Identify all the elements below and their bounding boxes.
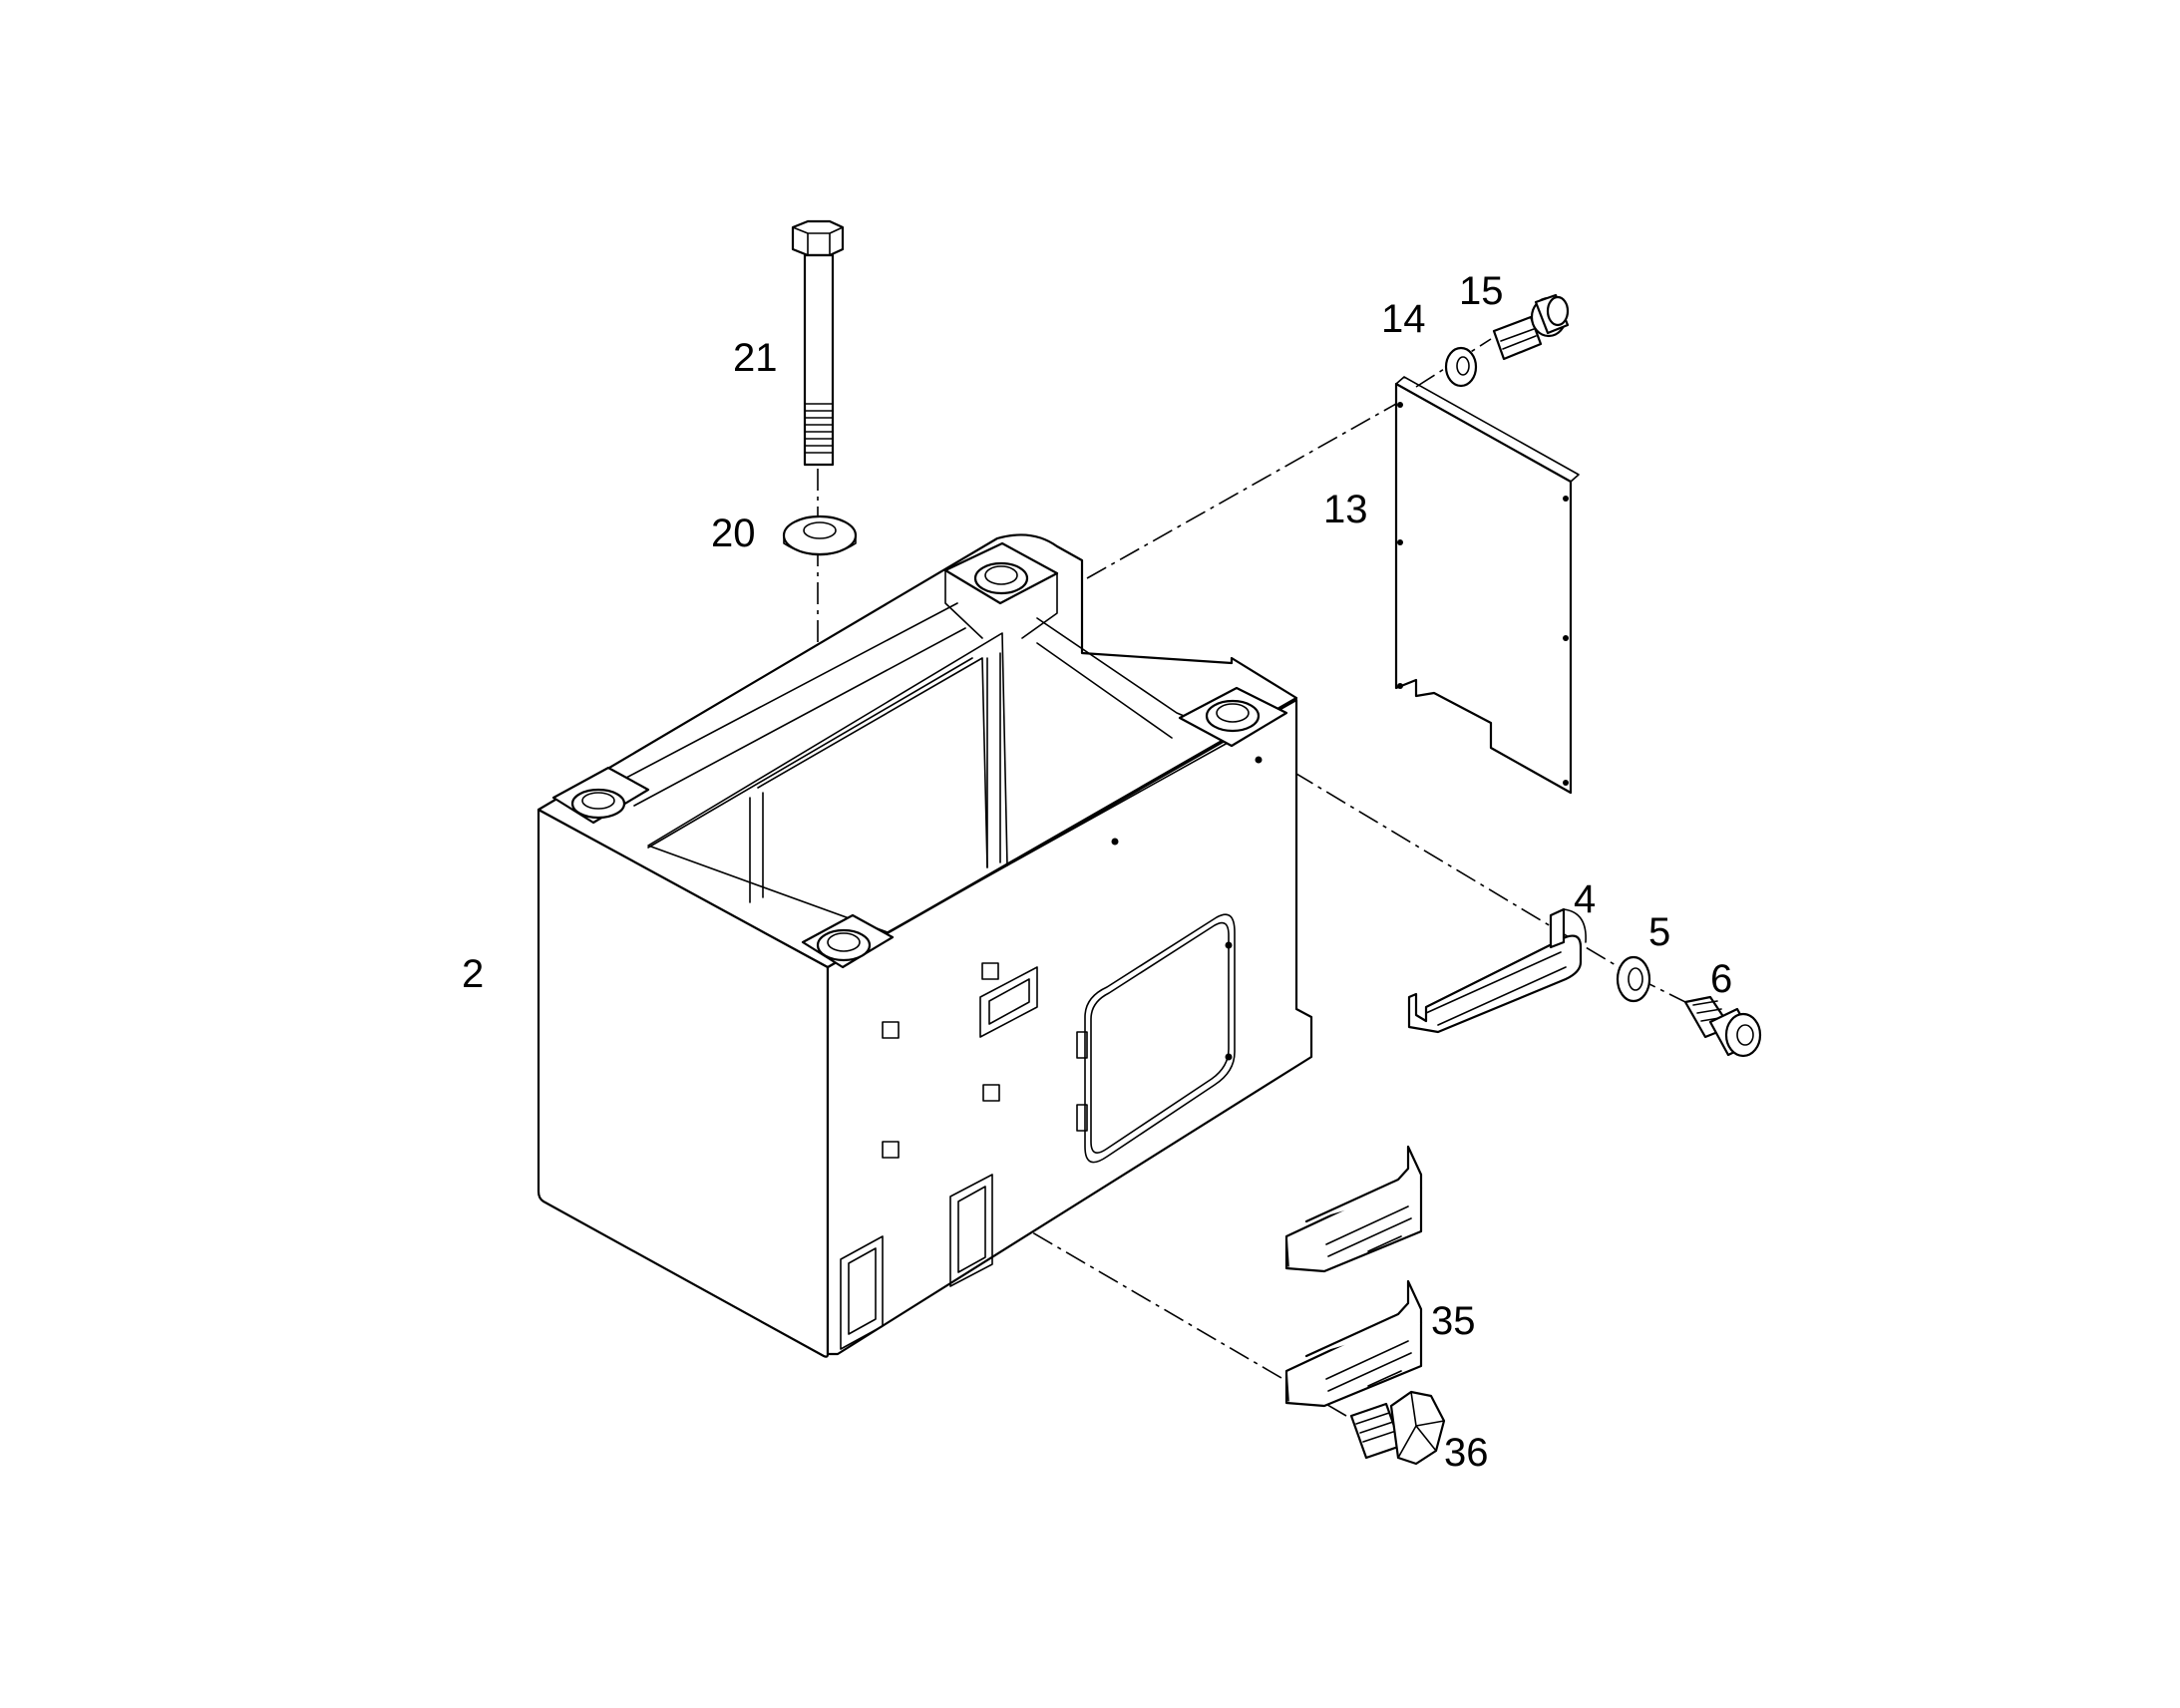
panel-outline: [1394, 382, 1573, 795]
callout-4: 4: [1574, 877, 1596, 921]
mounting-bracket-35: [1284, 1279, 1423, 1408]
cap-screw-6: [1683, 995, 1762, 1058]
hex-bolt-36: [1349, 1390, 1446, 1466]
callout-2: 2: [462, 952, 484, 996]
callout-36: 36: [1444, 1431, 1489, 1475]
callout-15: 15: [1459, 269, 1504, 313]
flat-washer-5: [1616, 955, 1651, 1003]
mounting-bracket-upper: [1284, 1145, 1423, 1273]
callout-13: 13: [1323, 488, 1368, 531]
callout-20: 20: [711, 512, 756, 555]
hex-bolt: [791, 219, 845, 467]
callout-6: 6: [1710, 957, 1732, 1001]
lock-washer-14: [1444, 346, 1478, 388]
axis-panel-13: [1086, 403, 1397, 579]
corner-boss-left: [551, 766, 650, 825]
cover-panel: [1394, 376, 1580, 795]
bolt-shank: [803, 253, 835, 467]
corner-boss-front: [801, 913, 895, 969]
box-frame: [537, 533, 1313, 1358]
box-cross-bar-front: [625, 602, 973, 849]
flat-washer: [782, 514, 858, 556]
corner-boss-right: [1178, 686, 1288, 748]
front-face-details: [840, 756, 1263, 1350]
box-right-face: [826, 698, 1313, 1356]
callout-35: 35: [1431, 1299, 1476, 1343]
callout-14: 14: [1381, 297, 1426, 341]
box-top-rim: [537, 533, 1298, 969]
corner-boss-back: [943, 541, 1059, 639]
access-door: [1076, 913, 1236, 1164]
box-inner-post: [749, 652, 1001, 903]
bolt-head: [791, 219, 845, 257]
callout-labels: 2 4 5 6 13 14 15 20 21 35 36: [462, 269, 1732, 1475]
callout-21: 21: [733, 336, 778, 380]
cap-screw-15: [1492, 293, 1570, 361]
grab-handle: [1407, 907, 1587, 1034]
box-inner-floor: [757, 657, 988, 868]
axis-handle-4: [1261, 752, 1636, 978]
callout-5: 5: [1648, 910, 1670, 954]
